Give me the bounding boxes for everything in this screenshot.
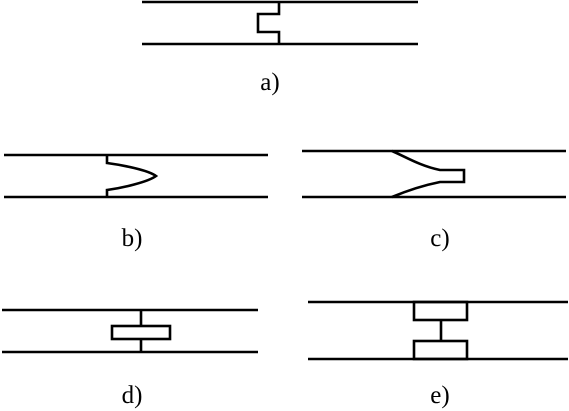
panel-d: d) bbox=[2, 308, 258, 409]
panel-e: e) bbox=[308, 300, 568, 409]
panel-a: a) bbox=[142, 0, 418, 96]
panel-c-label: c) bbox=[430, 225, 449, 252]
panel-b-label: b) bbox=[122, 225, 143, 252]
panel-d-block bbox=[110, 324, 172, 341]
panel-a-step-profile bbox=[256, 2, 281, 44]
panel-a-label: a) bbox=[260, 69, 279, 96]
panel-c: c) bbox=[302, 149, 566, 252]
panel-d-label: d) bbox=[122, 382, 143, 409]
panel-c-flare-profile bbox=[391, 149, 466, 199]
panel-e-label: e) bbox=[430, 382, 449, 409]
panel-e-upper-block bbox=[412, 300, 469, 322]
panel-e-lower-block bbox=[412, 339, 469, 361]
panel-b-curve-profile bbox=[105, 155, 159, 197]
panel-b: b) bbox=[4, 153, 268, 252]
